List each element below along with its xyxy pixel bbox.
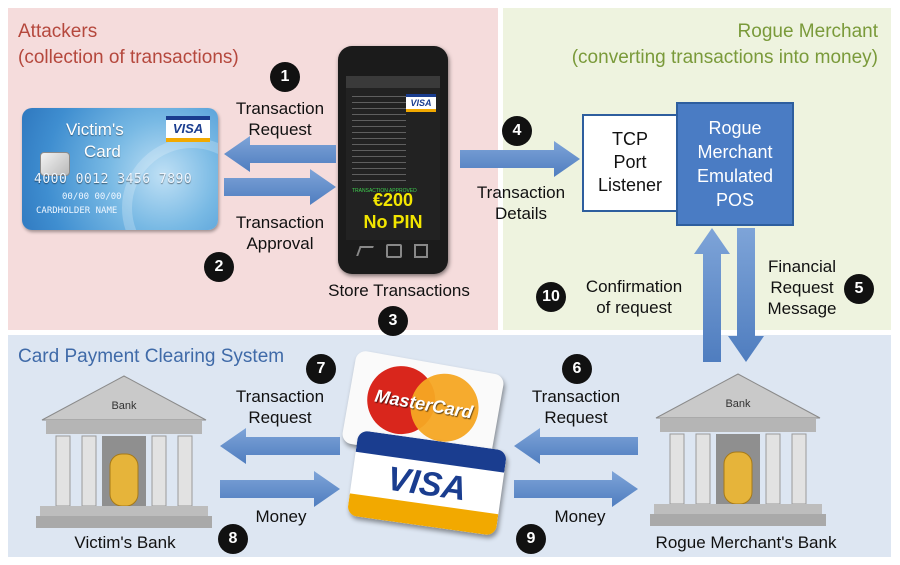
phone-status: TRANSACTION APPROVED xyxy=(352,188,417,194)
step7-badge: 7 xyxy=(306,354,336,384)
card-number: 4000 0012 3456 7890 xyxy=(34,172,193,187)
arrow-transaction-details xyxy=(460,141,580,177)
card-holder: CARDHOLDER NAME xyxy=(36,206,118,216)
arrow-confirmation-up xyxy=(694,228,730,362)
arrow-money-from-victim-bank xyxy=(220,471,340,507)
step10-label-line2: of request xyxy=(596,298,672,317)
step7-label-line1: Transaction xyxy=(235,387,325,406)
step6-label-line2: Request xyxy=(544,408,608,427)
pos-line3: Emulated xyxy=(696,166,774,186)
attackers-title: Attackers xyxy=(18,21,98,42)
step9-badge: 9 xyxy=(516,524,546,554)
step4-badge: 4 xyxy=(502,116,532,146)
pos-line2: Merchant xyxy=(697,142,773,162)
step1-label-line1: Transaction xyxy=(235,99,325,118)
arrow-transaction-approval-to-phone xyxy=(224,169,336,205)
step6-label-line1: Transaction xyxy=(531,387,621,406)
tcp-line2: Port xyxy=(613,152,647,172)
step8-label: Money xyxy=(255,507,307,526)
arrow-transaction-request-to-card xyxy=(224,136,336,172)
victim-bank-sign: Bank xyxy=(111,400,137,412)
step5-label-line2: Request xyxy=(770,278,834,297)
arrow-transaction-request-from-rogue-bank xyxy=(514,428,638,464)
rogue-bank-sign: Bank xyxy=(725,398,751,410)
phone-home-icon xyxy=(386,244,402,258)
arrow-money-to-rogue-bank xyxy=(514,471,638,507)
step1-label-line2: Request xyxy=(248,120,312,139)
victim-bank-building: Bank xyxy=(36,374,212,530)
step10-label-line1: Confirmation xyxy=(585,277,683,296)
step3-label: Store Transactions xyxy=(328,281,470,300)
victim-card: Victim's Card VISA 4000 0012 3456 7890 0… xyxy=(22,108,218,230)
tcp-line1: TCP xyxy=(612,129,648,149)
rogue-merchant-subtitle: (converting transactions into money) xyxy=(571,47,878,68)
phone-visa-logo: VISA xyxy=(406,94,436,112)
arrow-financial-request-down xyxy=(728,228,764,362)
step9-label: Money xyxy=(554,507,606,526)
victim-bank-caption: Victim's Bank xyxy=(74,533,176,552)
step6-badge: 6 xyxy=(562,354,592,384)
tcp-port-listener-box: TCP Port Listener xyxy=(582,114,678,212)
step8-badge: 8 xyxy=(218,524,248,554)
step5-label-line1: Financial xyxy=(767,257,837,276)
step7-label-line2: Request xyxy=(248,408,312,427)
step1-badge: 1 xyxy=(270,62,300,92)
step2-badge: 2 xyxy=(204,252,234,282)
attacker-phone: VISA TRANSACTION APPROVED €200 No PIN xyxy=(338,46,448,274)
phone-no-pin: No PIN xyxy=(363,212,423,232)
phone-amount: €200 xyxy=(372,190,414,210)
phone-screen-lines xyxy=(352,96,406,186)
arrow-transaction-request-to-victim-bank xyxy=(220,428,340,464)
step3-badge: 3 xyxy=(378,306,408,336)
pos-line1: Rogue xyxy=(708,118,762,138)
step10-badge: 10 xyxy=(536,282,566,312)
card-chip-icon xyxy=(40,152,70,176)
phone-screen: VISA TRANSACTION APPROVED €200 No PIN xyxy=(346,76,440,240)
step5-badge: 5 xyxy=(844,274,874,304)
rogue-merchant-title: Rogue Merchant xyxy=(737,21,878,42)
step2-label-line2: Approval xyxy=(246,234,314,253)
card-expiry: 00/00 00/00 xyxy=(62,192,122,202)
card-title-line1: Victim's xyxy=(66,120,124,139)
attackers-subtitle: (collection of transactions) xyxy=(18,47,239,68)
rogue-pos-box: Rogue Merchant Emulated POS xyxy=(676,102,794,226)
card-title-line2: Card xyxy=(84,142,121,161)
clearing-title: Card Payment Clearing System xyxy=(18,346,285,367)
step5-label-line3: Message xyxy=(767,299,837,318)
tcp-line3: Listener xyxy=(597,175,663,195)
pos-line4: POS xyxy=(715,190,754,210)
step4-label-line2: Details xyxy=(495,204,547,223)
card-visa-logo: VISA xyxy=(166,116,210,142)
rogue-bank-building: Bank xyxy=(650,372,826,528)
card-swirl xyxy=(122,138,218,230)
step4-label-line1: Transaction xyxy=(476,183,566,202)
victim-bank-icon xyxy=(36,375,212,528)
rogue-bank-caption: Rogue Merchant's Bank xyxy=(655,533,837,552)
rogue-bank-icon xyxy=(650,373,826,526)
step2-label-line1: Transaction xyxy=(235,213,325,232)
phone-recent-icon xyxy=(414,244,428,258)
